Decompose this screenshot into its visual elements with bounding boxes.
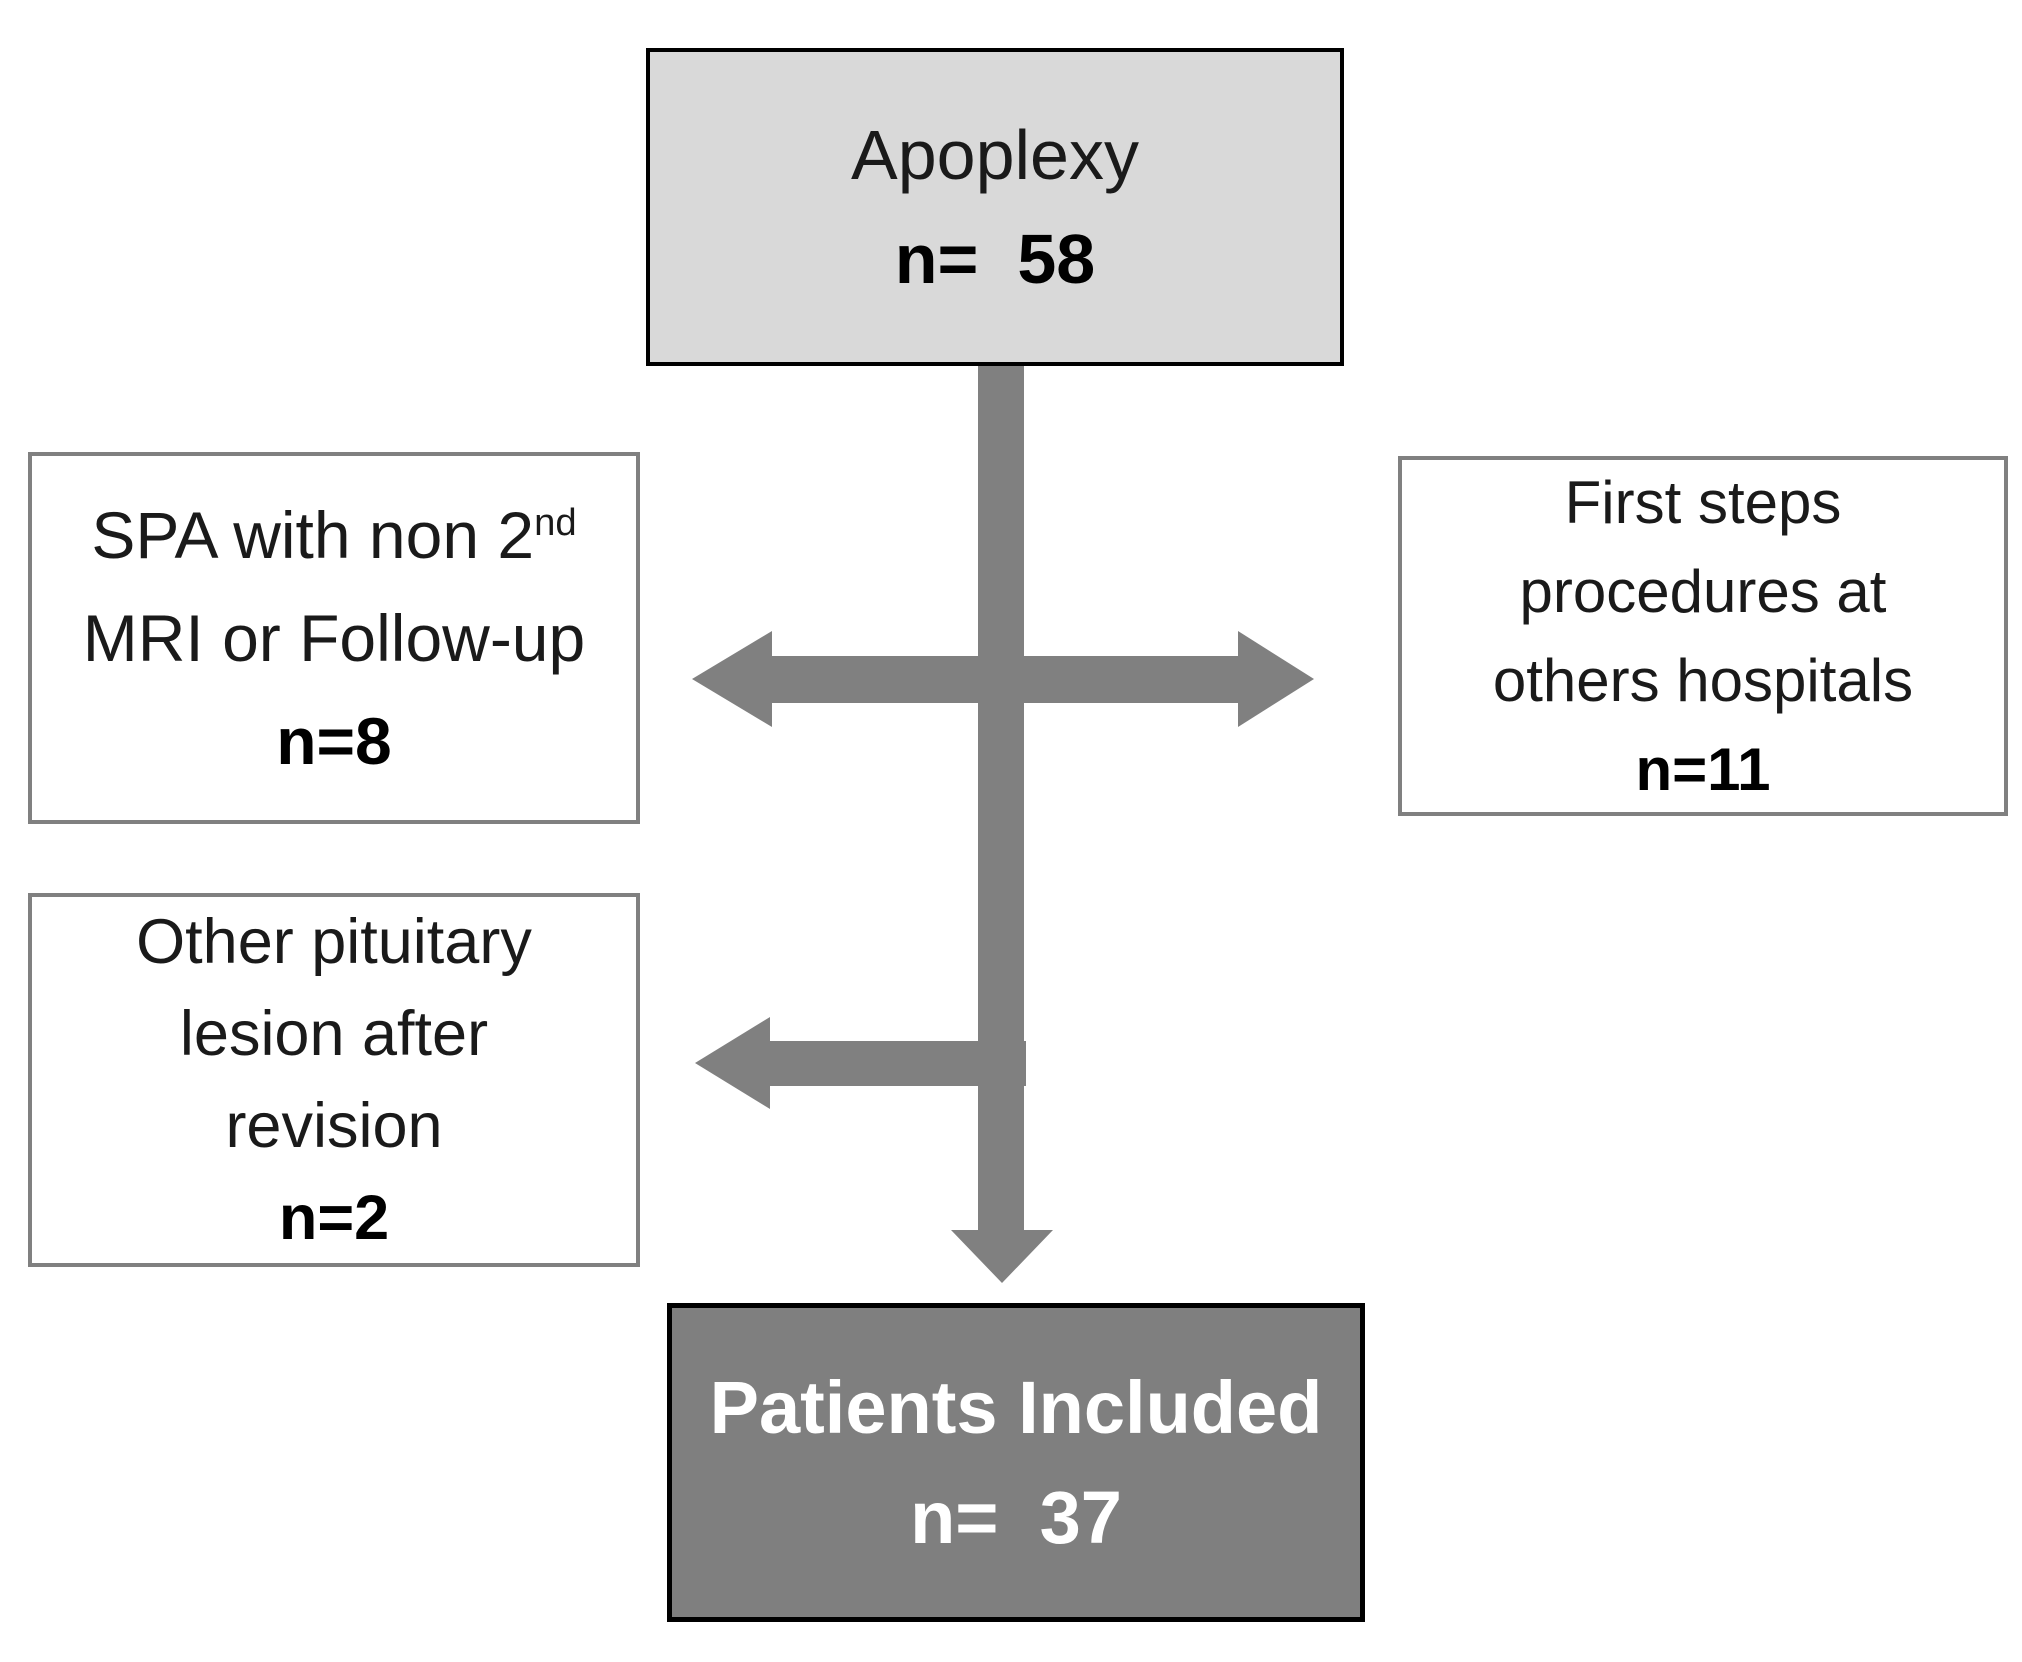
branch-1-bar xyxy=(766,656,1242,703)
start-box-count: n= 58 xyxy=(894,220,1096,298)
arrowhead-left-2-icon xyxy=(695,1017,770,1109)
arrowhead-right-icon xyxy=(1238,631,1314,727)
exclusion-spa-count: n=8 xyxy=(276,703,392,778)
superscript-ordinal: nd xyxy=(534,500,577,544)
exclusion-hospitals-line-1: First steps xyxy=(1564,469,1842,536)
start-box-title: Apoplexy xyxy=(851,116,1139,194)
exclusion-lesion-count: n=2 xyxy=(278,1183,390,1253)
arrowhead-down-icon xyxy=(951,1230,1053,1283)
branch-2-bar xyxy=(742,1041,1026,1086)
exclusion-lesion-line-1: Other pituitary xyxy=(136,907,532,977)
end-box-count: n= 37 xyxy=(910,1475,1122,1559)
exclusion-box-spa-no-followup: SPA with non 2nd MRI or Follow-up n=8 xyxy=(28,452,640,824)
arrowhead-left-icon xyxy=(692,631,772,727)
exclusion-box-other-hospitals: First steps procedures at others hospita… xyxy=(1398,456,2008,816)
exclusion-spa-line-1: SPA with non 2nd xyxy=(91,497,577,572)
vertical-flow-line xyxy=(978,365,1024,1234)
exclusion-lesion-line-2: lesion after xyxy=(179,999,489,1069)
end-box-patients-included: Patients Included n= 37 xyxy=(667,1303,1365,1622)
exclusion-spa-line-2: MRI or Follow-up xyxy=(82,600,586,675)
exclusion-hospitals-line-3: others hospitals xyxy=(1492,647,1914,714)
exclusion-hospitals-count: n=11 xyxy=(1635,736,1771,803)
exclusion-box-other-lesion: Other pituitary lesion after revision n=… xyxy=(28,893,640,1267)
start-box-apoplexy: Apoplexy n= 58 xyxy=(646,48,1344,366)
exclusion-hospitals-line-2: procedures at xyxy=(1519,558,1887,625)
end-box-title: Patients Included xyxy=(709,1365,1323,1449)
exclusion-lesion-line-3: revision xyxy=(225,1091,443,1161)
